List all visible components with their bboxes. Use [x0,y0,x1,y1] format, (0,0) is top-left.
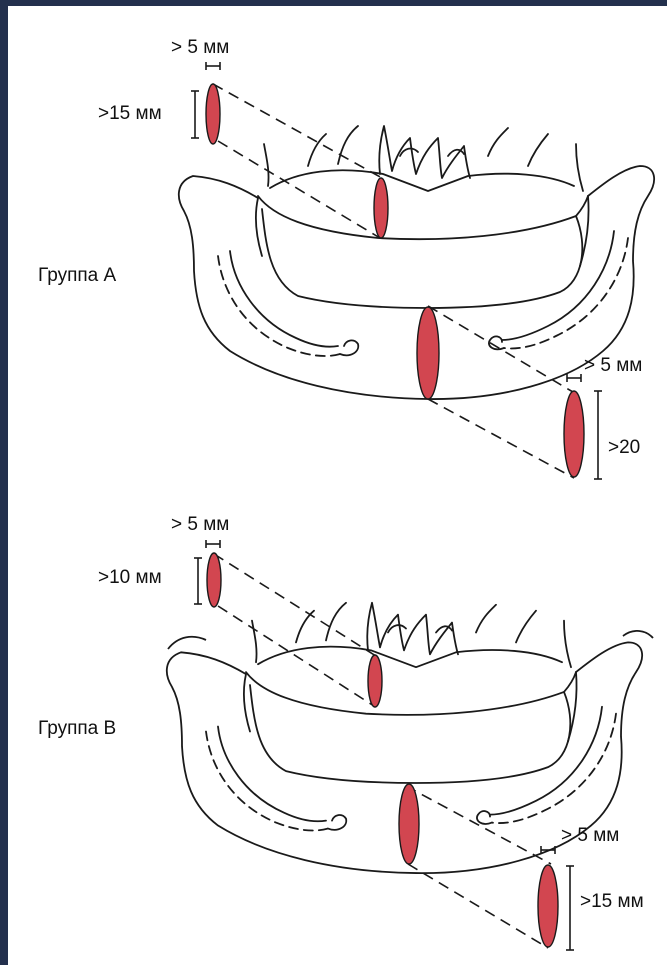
group-b-diagram [167,540,653,950]
group-b-bottom-height-label: >15 мм [580,892,644,911]
diagram-svg [8,6,667,965]
group-b-top-height-label: >10 мм [98,568,162,587]
group-a-top-width-label: > 5 мм [171,38,229,57]
cut-b-alveolar [368,655,382,707]
cut-a-alveolar [374,178,388,238]
cut-a-bottom-detached [564,391,584,477]
dimension-marks-a [191,62,602,479]
cut-b-body [399,784,419,864]
projection-lines-a [213,84,574,478]
group-b-top-width-label: > 5 мм [171,515,229,534]
group-b-bottom-width-label: > 5 мм [561,826,619,845]
group-a-label: Группа А [38,266,116,285]
cut-a-top-detached [206,84,220,144]
cut-sections-a [206,84,584,477]
group-a-top-height-label: >15 мм [98,104,162,123]
cut-a-body [417,307,439,399]
cut-sections-b [207,553,558,947]
group-a-bottom-height-label: >20 [608,438,640,457]
cut-b-bottom-detached [538,865,558,947]
cut-b-top-detached [207,553,221,607]
figure-frame: > 5 мм >15 мм Группа А > 5 мм >20 > 5 мм… [8,6,667,965]
dimension-marks-b [194,540,574,950]
group-a-diagram [179,62,654,479]
group-a-bottom-width-label: > 5 мм [584,356,642,375]
group-b-label: Группа В [38,719,116,738]
